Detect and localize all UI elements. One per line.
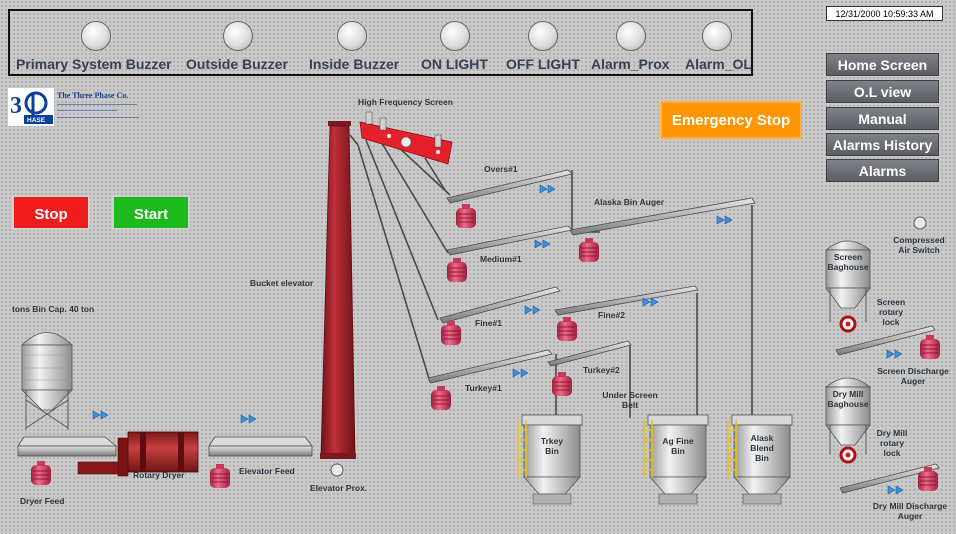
rotary-dryer[interactable]: [77, 431, 199, 477]
chute-lines: [349, 134, 753, 425]
high-frequency-screen[interactable]: [359, 111, 453, 165]
label-alaska-bin-auger: Alaska Bin Auger: [594, 197, 665, 207]
label-dry-mill-baghouse: Dry Mill Baghouse: [827, 389, 869, 409]
conveyor-fine1[interactable]: [439, 286, 561, 324]
indicator-label: Alarm_Prox: [591, 56, 670, 72]
bin-trkey[interactable]: [517, 414, 583, 505]
indicator-panel: Primary System Buzzer Outside Buzzer Ins…: [8, 9, 753, 76]
label-screen-discharge-auger: Screen Discharge Auger: [877, 366, 949, 386]
label-dry-mill-rotary-lock: Dry Mill rotary lock: [876, 428, 908, 458]
motor-screen-discharge-auger[interactable]: [919, 334, 941, 360]
label-elevator-prox: Elevator Prox.: [310, 483, 368, 493]
svg-text:HASE: HASE: [27, 117, 46, 124]
start-button[interactable]: Start: [112, 195, 190, 230]
company-name: The Three Phase Co.: [57, 91, 129, 100]
motor-elevator-feed[interactable]: [209, 463, 231, 489]
elevator-prox-sensor: [330, 463, 344, 477]
indicator-lamp: [528, 21, 558, 51]
motor-medium[interactable]: [446, 257, 468, 283]
label-rotary-dryer: Rotary Dryer: [133, 470, 185, 480]
conveyor-dry-mill-discharge-auger[interactable]: [839, 463, 940, 494]
label-screen-baghouse: Screen Baghouse: [827, 252, 869, 272]
conveyor-screen-discharge-auger[interactable]: [835, 325, 936, 356]
label-overs: Overs#1: [484, 164, 518, 174]
compressed-air-switch-indicator: [913, 216, 927, 230]
conveyor-dryer-feed[interactable]: [17, 445, 117, 457]
motor-fine1[interactable]: [440, 320, 462, 346]
emergency-stop-button[interactable]: Emergency Stop: [660, 101, 802, 139]
conveyor-turkey1[interactable]: [427, 349, 553, 384]
label-medium: Medium#1: [480, 254, 522, 264]
indicator-lamp: [616, 21, 646, 51]
indicator-label: OFF LIGHT: [506, 56, 580, 72]
label-dryer-feed: Dryer Feed: [20, 496, 65, 506]
nav-manual-button[interactable]: Manual: [826, 107, 939, 130]
label-compressed-air-switch: Compressed Air Switch: [893, 235, 945, 255]
motor-turkey1[interactable]: [430, 385, 452, 411]
indicator-label: Primary System Buzzer: [16, 56, 172, 72]
stop-button[interactable]: Stop: [12, 195, 90, 230]
label-trkey-bin: Trkey Bin: [540, 436, 564, 456]
nav-home-screen-button[interactable]: Home Screen: [826, 53, 939, 76]
screen-baghouse[interactable]: [824, 240, 872, 322]
label-alask-blend-bin: Alask Blend Bin: [750, 433, 774, 463]
svg-text:3: 3: [10, 93, 22, 119]
conveyor-fine2[interactable]: [554, 285, 699, 316]
datetime-display: 12/31/2000 10:59:33 AM: [826, 6, 943, 21]
motor-fine2[interactable]: [556, 316, 578, 342]
dry-mill-baghouse[interactable]: [824, 377, 872, 455]
conveyor-alaska-bin-auger[interactable]: [569, 197, 756, 236]
company-tagline-line: [57, 117, 139, 118]
indicator-lamp: [440, 21, 470, 51]
indicator-label: Alarm_OL: [685, 56, 752, 72]
label-ag-fine-bin: Ag Fine Bin: [662, 436, 694, 456]
nav-ol-view-button[interactable]: O.L view: [826, 80, 939, 103]
bin-alask-blend[interactable]: [727, 414, 793, 505]
motor-dryer-feed[interactable]: [30, 460, 52, 486]
indicator-label: Outside Buzzer: [186, 56, 288, 72]
motor-turkey2[interactable]: [551, 371, 573, 397]
company-tagline-line: [57, 110, 117, 111]
raw-material-silo[interactable]: [21, 332, 73, 431]
label-turkey2: Turkey#2: [583, 365, 620, 375]
label-dry-mill-discharge-auger: Dry Mill Discharge Auger: [872, 501, 948, 521]
three-phase-logo-icon: 3 HASE: [8, 88, 54, 126]
nav-alarms-history-button[interactable]: Alarms History: [826, 133, 939, 156]
label-high-frequency-screen: High Frequency Screen: [358, 97, 453, 107]
conveyor-turkey2[interactable]: [547, 340, 632, 367]
motor-alaska-bin-auger[interactable]: [578, 237, 600, 263]
indicator-lamp: [81, 21, 111, 51]
conveyor-elevator-feed[interactable]: [208, 445, 313, 457]
label-fine2: Fine#2: [598, 310, 625, 320]
motor-overs[interactable]: [455, 203, 477, 229]
label-screen-rotary-lock: Screen rotary lock: [876, 297, 906, 327]
bin-ag-fine[interactable]: [643, 414, 709, 505]
nav-alarms-button[interactable]: Alarms: [826, 159, 939, 182]
company-tagline-line: [57, 104, 137, 105]
label-under-screen-belt: Under Screen Belt: [602, 390, 658, 410]
label-bucket-elevator: Bucket elevator: [250, 278, 314, 288]
company-logo: 3 HASE: [8, 88, 54, 126]
indicator-label: Inside Buzzer: [309, 56, 400, 72]
label-raw-bin: tons Bin Cap. 40 ton: [12, 304, 95, 314]
indicator-lamp: [337, 21, 367, 51]
label-fine1: Fine#1: [475, 318, 502, 328]
conveyors: [17, 169, 940, 494]
indicator-label: ON LIGHT: [421, 56, 488, 72]
conveyor-overs[interactable]: [446, 169, 573, 204]
conveyor-medium[interactable]: [446, 225, 573, 256]
bucket-elevator[interactable]: [320, 121, 356, 459]
label-turkey1: Turkey#1: [465, 383, 502, 393]
indicator-lamp: [223, 21, 253, 51]
label-elevator-feed: Elevator Feed: [239, 466, 295, 476]
indicator-lamp: [702, 21, 732, 51]
